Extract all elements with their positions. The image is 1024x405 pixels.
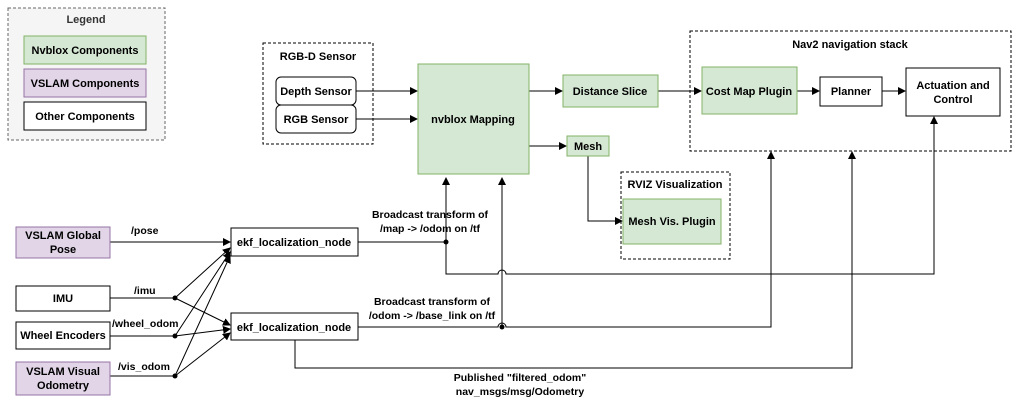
vslam-global-pose-label-line2: Pose [50, 244, 76, 256]
ekf-bottom-box [230, 312, 359, 341]
edge-mesh-to-mesh-vis [587, 156, 623, 225]
planner-box [819, 76, 883, 107]
actuation-control-label-line2: Control [933, 94, 972, 106]
ekf-top-box [230, 227, 359, 257]
legend-vslam-swatch [23, 68, 147, 98]
vslam-global-pose-label-line1: VSLAM Global [25, 230, 101, 242]
edge-imu-to-ekf-top [110, 247, 231, 299]
node-vslam-global-pose: VSLAM Global Pose [15, 226, 111, 259]
imu-box [15, 285, 111, 312]
mesh-box [566, 135, 610, 157]
vslam-visual-odometry-box [15, 361, 111, 396]
label-broadcast1-line1: Broadcast transform of [372, 209, 489, 221]
cost-map-plugin-box [701, 66, 798, 115]
ekf-top-label: ekf_localization_node [237, 237, 351, 249]
legend-nvblox-label: Nvblox Components [32, 45, 139, 57]
junction-dot-wheel [172, 333, 178, 339]
edge-imu-to-ekf-bottom [174, 297, 231, 326]
planner-label: Planner [831, 86, 872, 98]
legend-other-label: Other Components [35, 111, 135, 123]
mesh-vis-plugin-label: Mesh Vis. Plugin [628, 216, 715, 228]
nvblox-mapping-box [417, 63, 530, 175]
distance-slice-label: Distance Slice [573, 86, 648, 98]
distance-slice-box [562, 74, 659, 108]
imu-label: IMU [53, 293, 73, 305]
junction-dot-vis-odom [172, 373, 178, 379]
node-nvblox-mapping: nvblox Mapping [417, 63, 530, 175]
legend-nvblox-swatch [23, 35, 147, 65]
edge-tf-map-to-planner [771, 151, 856, 275]
edges [110, 87, 938, 379]
rviz-group [620, 171, 731, 260]
wheel-encoders-label: Wheel Encoders [20, 330, 106, 342]
node-imu: IMU [15, 285, 111, 312]
label-wheel-odom: /wheel_odom [112, 318, 179, 330]
legend: Legend Nvblox Components VSLAM Component… [7, 7, 166, 141]
node-actuation-control: Actuation and Control [905, 67, 1001, 117]
nvblox-mapping-label: nvblox Mapping [431, 114, 515, 126]
label-published-line1: Published "filtered_odom" [454, 372, 586, 384]
legend-title: Legend [66, 14, 105, 26]
mesh-vis-plugin-box [622, 198, 722, 245]
rgbd-sensor-group-title: RGB-D Sensor [280, 51, 357, 63]
junction-dot-imu [172, 295, 178, 301]
node-wheel-encoders: Wheel Encoders [15, 321, 111, 350]
rgb-sensor-box [275, 104, 357, 134]
legend-other-swatch [23, 101, 147, 131]
label-broadcast2-line1: Broadcast transform of [374, 296, 491, 308]
vslam-visual-odometry-label-line2: Odometry [37, 380, 90, 392]
label-broadcast2-line2: /odom -> /base_link on /tf [369, 310, 496, 322]
cost-map-plugin-label: Cost Map Plugin [706, 86, 792, 98]
rgbd-sensor-group [262, 42, 374, 145]
node-ekf-top: ekf_localization_node [230, 227, 359, 257]
edge-wheel-to-ekf-bottom [174, 325, 231, 337]
actuation-control-box [905, 67, 1001, 117]
nav2-group-title: Nav2 navigation stack [792, 39, 908, 51]
edge-ekf-bottom-to-tf-odom [358, 274, 772, 328]
rviz-group-title: RVIZ Visualization [628, 179, 723, 191]
wheel-encoders-box [15, 321, 111, 350]
node-planner: Planner [819, 76, 883, 107]
node-mesh-vis-plugin: Mesh Vis. Plugin [622, 198, 722, 245]
legend-vslam-label: VSLAM Components [31, 78, 140, 90]
vslam-global-pose-box [15, 226, 111, 259]
node-distance-slice: Distance Slice [562, 74, 659, 108]
node-cost-map-plugin: Cost Map Plugin [701, 66, 798, 115]
actuation-control-label-line1: Actuation and [916, 80, 989, 92]
junction-dot-tf-odom [499, 324, 505, 330]
node-rgb-sensor: RGB Sensor [275, 104, 357, 134]
rgb-sensor-label: RGB Sensor [284, 114, 350, 126]
node-ekf-bottom: ekf_localization_node [230, 312, 359, 341]
node-vslam-visual-odometry: VSLAM Visual Odometry [15, 361, 111, 396]
edge-vis-odom-to-ekf-bottom [174, 332, 231, 377]
node-depth-sensor: Depth Sensor [275, 76, 357, 106]
edge-filtered-odom-to-nav2 [294, 274, 853, 369]
label-broadcast1-line2: /map -> /odom on /tf [380, 223, 481, 235]
label-published-line2: nav_msgs/msg/Odometry [456, 386, 585, 398]
ekf-bottom-label: ekf_localization_node [237, 322, 351, 334]
edge-tf-map-to-actuation [852, 116, 938, 275]
vslam-visual-odometry-label-line1: VSLAM Visual [26, 366, 100, 378]
label-pose: /pose [131, 225, 159, 237]
depth-sensor-label: Depth Sensor [280, 86, 352, 98]
node-mesh: Mesh [566, 135, 610, 157]
label-vis-odom: /vis_odom [118, 361, 170, 373]
label-imu: /imu [134, 285, 156, 297]
mesh-label: Mesh [574, 141, 602, 153]
